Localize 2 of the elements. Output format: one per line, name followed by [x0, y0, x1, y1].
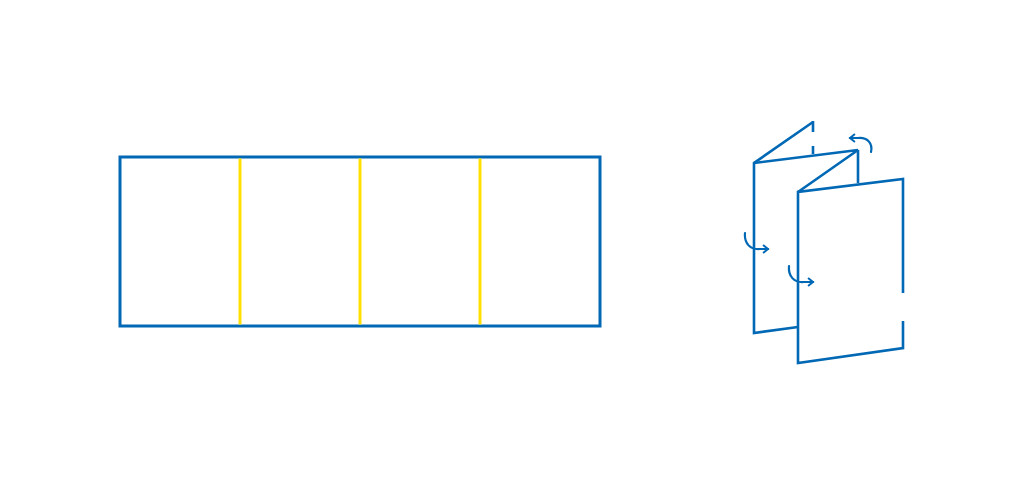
unfolded-sheet-drawing [118, 155, 602, 328]
folded-brochure-drawing [742, 119, 906, 365]
